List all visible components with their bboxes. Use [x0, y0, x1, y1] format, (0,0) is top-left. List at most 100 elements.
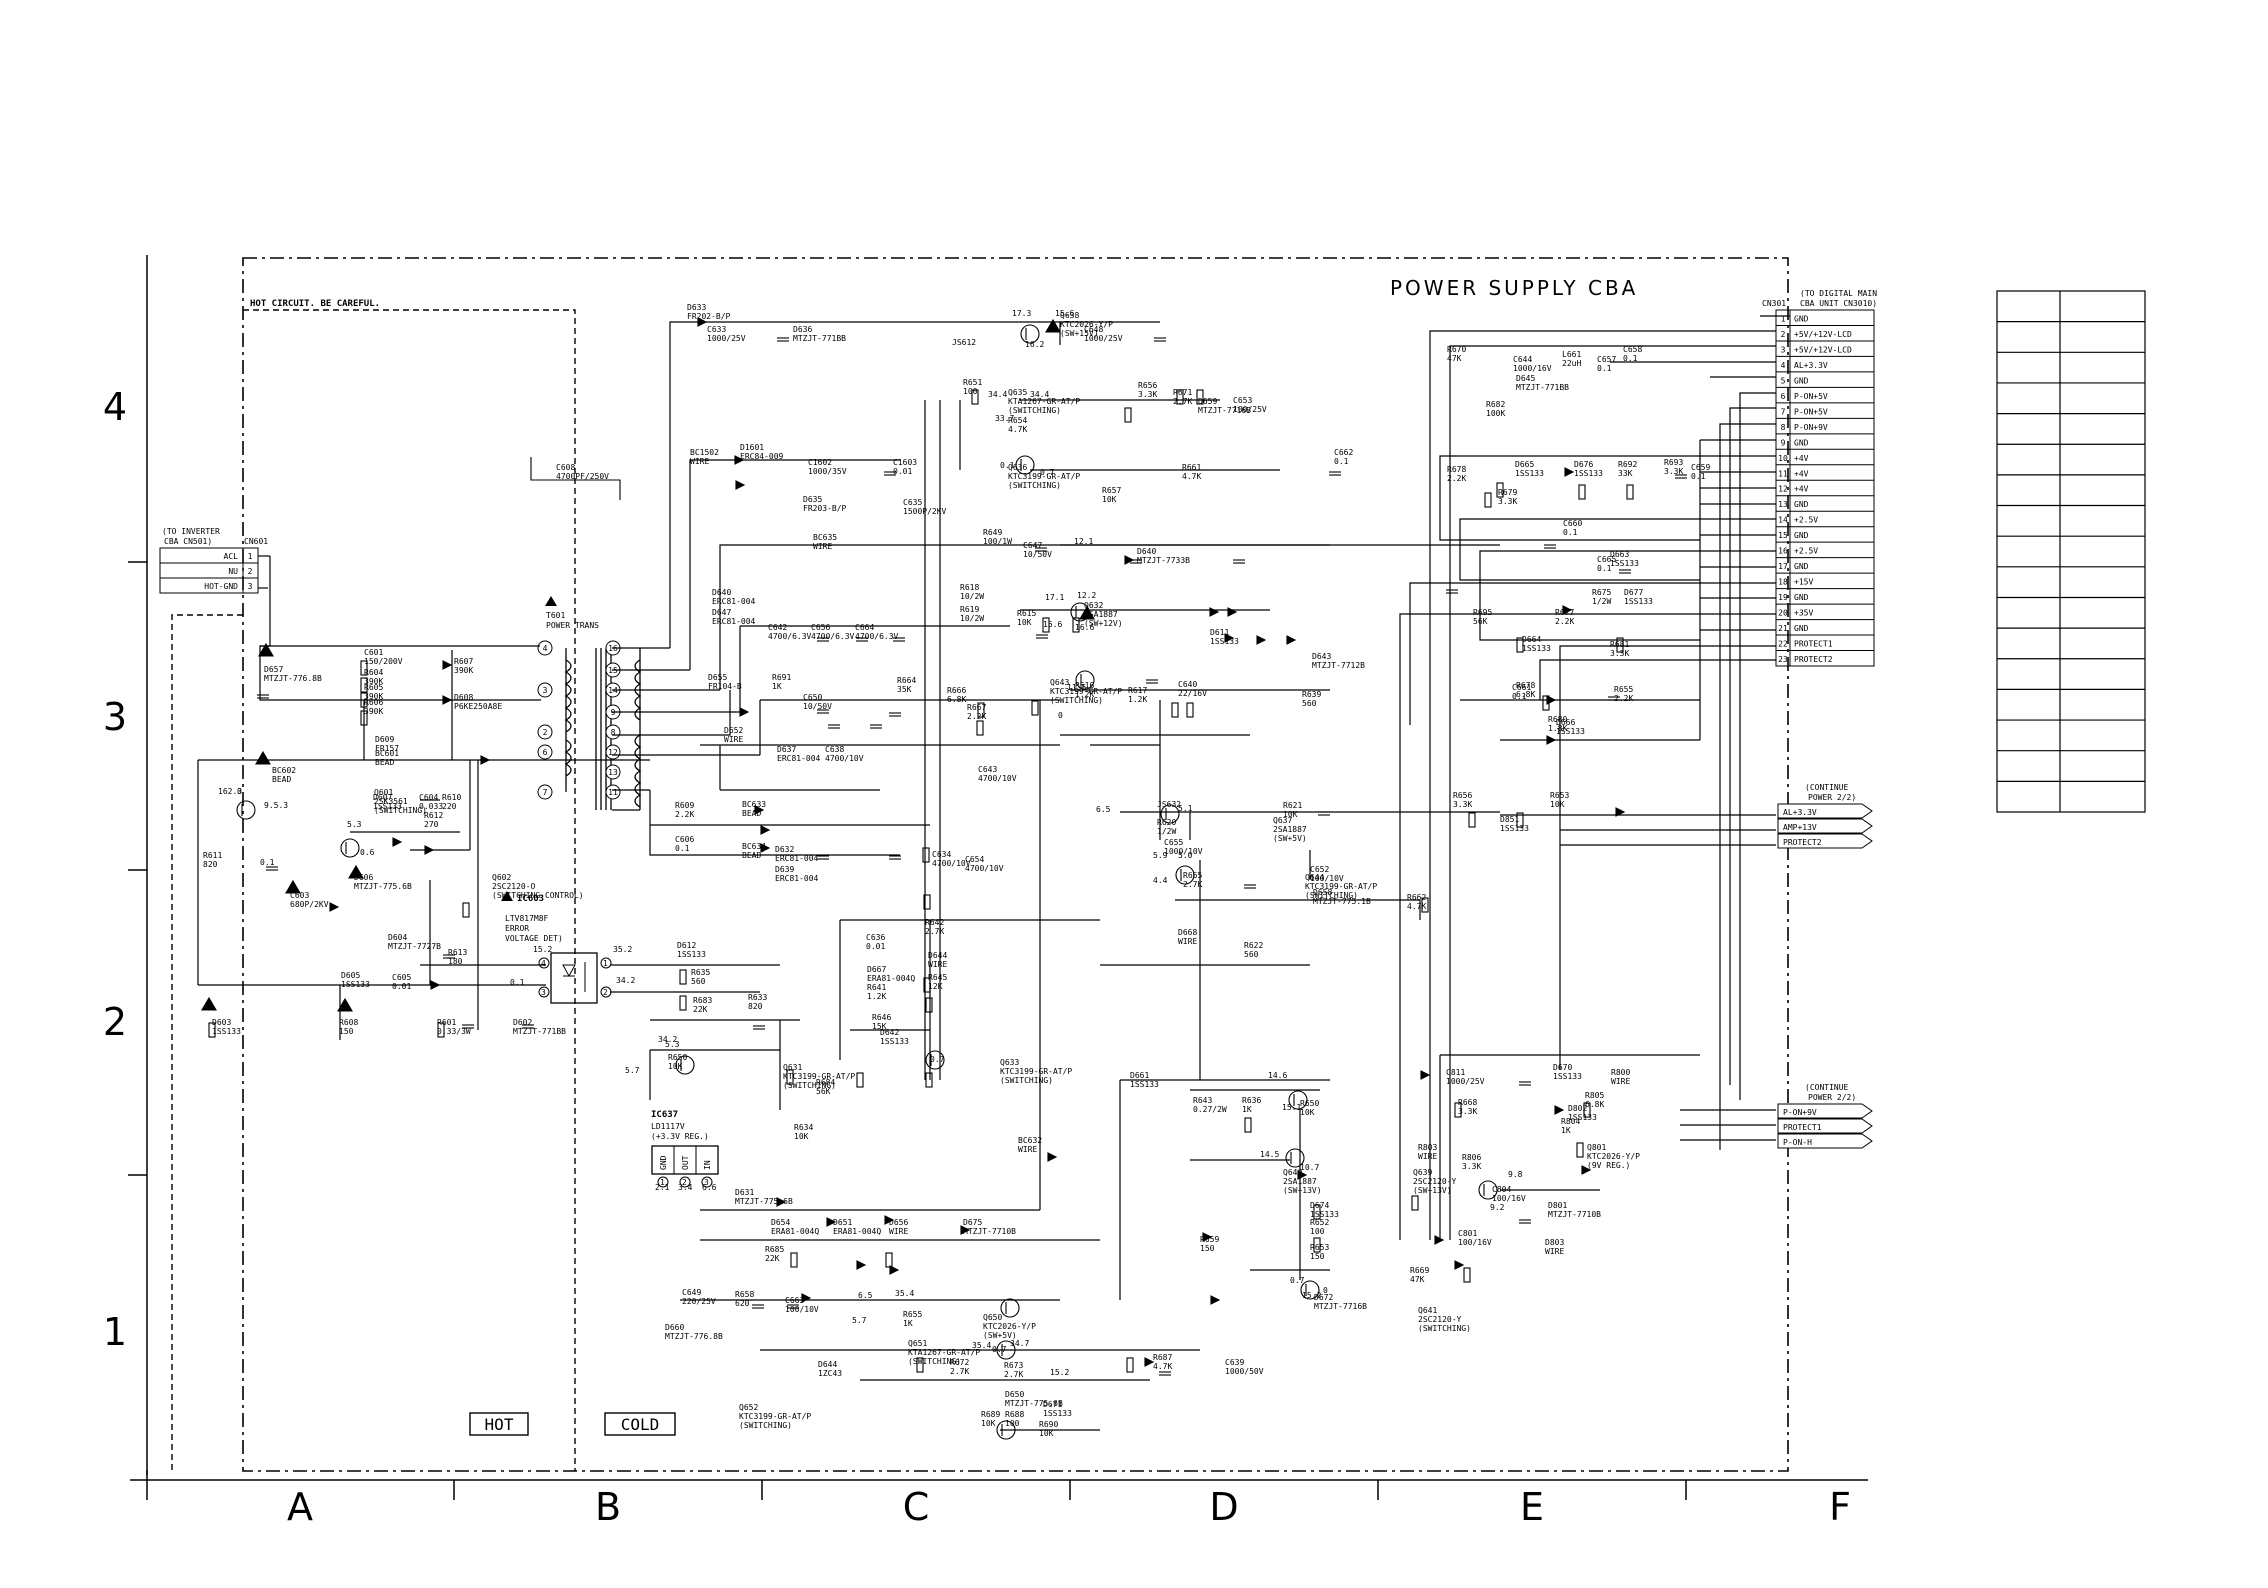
grid-row-labels: 4 3 2 1 — [103, 385, 127, 1354]
component-ref: C649 — [682, 1288, 701, 1297]
component-value: 35K — [897, 685, 912, 694]
svg-text:2: 2 — [248, 567, 253, 576]
component-value: KTC3199-GR-AT/P — [1000, 1067, 1072, 1076]
component-value: 1SS133 — [1130, 1080, 1159, 1089]
component-value: 390K — [364, 677, 383, 686]
component-ref: D631 — [735, 1188, 754, 1197]
diode-symbol — [1210, 1295, 1221, 1305]
component-ref: BC633 — [742, 800, 766, 809]
component-value: MTZJT-7712B — [1312, 661, 1365, 670]
diode-symbol — [1224, 633, 1235, 643]
component-value: FR157 — [375, 744, 399, 753]
component-ref: R678 — [1447, 465, 1466, 474]
voltage-readout: 14.6 — [1268, 1071, 1287, 1080]
component-note: (SW+13V) — [1283, 1186, 1322, 1195]
component-value: 100/16V — [1492, 1194, 1526, 1203]
component-ref: R618 — [960, 583, 979, 592]
component-value: WIRE — [1178, 937, 1197, 946]
svg-text:CBA CN501): CBA CN501) — [164, 537, 212, 546]
component-value: 1SS133 — [1522, 644, 1551, 653]
signal-arrow — [1777, 833, 1873, 849]
component-ref: Q640 — [1283, 1168, 1302, 1177]
signal-label: AMP+13V — [1783, 823, 1817, 832]
component-ref: R636 — [1242, 1096, 1261, 1105]
cn301-pin-name: +4V — [1794, 454, 1809, 463]
transistor-symbol — [236, 800, 256, 820]
component-value: ERA81-004Q — [833, 1227, 881, 1236]
component-ref: R659 — [1200, 1235, 1219, 1244]
component-value: MTZJT-7710B — [1548, 1210, 1601, 1219]
component-ref: D671 — [1043, 1400, 1062, 1409]
transformer-pin — [537, 640, 553, 656]
component-ref: D650 — [1005, 1390, 1024, 1399]
component-ref: D636 — [793, 325, 812, 334]
grid-column-label: E — [1520, 1485, 1544, 1529]
component-ref: Q633 — [1000, 1058, 1019, 1067]
grid-column-label: A — [287, 1485, 313, 1529]
component-value: 0.033 — [419, 802, 443, 811]
resistor-symbol — [1072, 617, 1080, 633]
component-ref: D639 — [775, 865, 794, 874]
continue-block-lower: (CONTINUE POWER 2/2) P-ON+9VPROTECT1P-ON… — [1777, 1083, 1873, 1149]
component-value: 1K — [1242, 1105, 1252, 1114]
component-ref: C603 — [290, 891, 309, 900]
resistor-symbol — [925, 997, 933, 1013]
warning-icon — [285, 879, 301, 894]
component-value: 4700/10V — [965, 864, 1004, 873]
diode-symbol — [1227, 607, 1238, 617]
component-ref: R639 — [1302, 690, 1321, 699]
component-ref: R662 — [1407, 893, 1426, 902]
component-value: MTZJT-771BB — [1516, 383, 1569, 392]
component-value: 560 — [1244, 950, 1259, 959]
component-ref: R684 — [816, 1078, 835, 1087]
component-ref: R651 — [963, 378, 982, 387]
component-value: 1SS133 — [212, 1027, 241, 1036]
cn301-pin-name: GND — [1794, 531, 1809, 540]
transistor-symbol — [1175, 865, 1195, 885]
component-note: (SW+5V) — [983, 1331, 1017, 1340]
component-value: 47K — [1447, 354, 1462, 363]
cn301-pin-number: 2 — [1781, 330, 1786, 339]
component-value: 2.7K — [1004, 1370, 1023, 1379]
component-value: 1SS133 — [1568, 1113, 1597, 1122]
diode-symbol — [760, 825, 771, 835]
diode-symbol — [739, 707, 750, 717]
component-ref: C811 — [1446, 1068, 1465, 1077]
component-ref: D642 — [880, 1028, 899, 1037]
diode-symbol — [760, 843, 771, 853]
component-value: BEAD — [742, 851, 761, 860]
component-value: 680P/2KV — [290, 900, 329, 909]
svg-text:(+3.3V REG.): (+3.3V REG.) — [651, 1132, 709, 1141]
component-value: 6.8K — [1585, 1100, 1604, 1109]
sheet-frame — [128, 255, 1868, 1500]
component-ref: R666 — [947, 686, 966, 695]
component-value: 4700PF/250V — [556, 472, 609, 481]
component-value: 1SS133 — [677, 950, 706, 959]
component-value: BEAD — [375, 758, 394, 767]
voltage-readout: 0 — [1058, 711, 1063, 720]
component-ref: R643 — [1193, 1096, 1212, 1105]
component-value: 4700/6.3V — [768, 632, 812, 641]
transistor-symbol — [996, 1420, 1016, 1440]
cn301-pin-name: P-ON+5V — [1794, 407, 1828, 416]
component-value: 1SS133 — [1574, 469, 1603, 478]
component-value: 1500P/2KV — [903, 507, 947, 516]
voltage-readout: 0 — [1323, 1286, 1328, 1295]
resistor-symbol — [923, 894, 931, 910]
cn301-pin-number: 16 — [1778, 547, 1788, 556]
voltage-readout: 5.3 — [665, 1040, 680, 1049]
voltage-readout: 34.4 — [988, 390, 1007, 399]
component-ref: D632 — [775, 845, 794, 854]
component-ref: R806 — [1462, 1153, 1481, 1162]
component-ref: Q801 — [1587, 1143, 1606, 1152]
component-value: MTZJT-775.6B — [354, 882, 412, 891]
component-ref: R652 — [1310, 1218, 1329, 1227]
component-ref: C660 — [1563, 519, 1582, 528]
component-value: KTC3199-GR-AT/P — [1305, 882, 1377, 891]
resistor-symbol — [1176, 389, 1184, 405]
component-value: 10/50V — [803, 702, 832, 711]
component-ref: L661 — [1562, 350, 1581, 359]
component-value: 150 — [1200, 1244, 1215, 1253]
transistor-symbol — [1478, 1180, 1498, 1200]
component-value: 1000/10V — [1164, 847, 1203, 856]
